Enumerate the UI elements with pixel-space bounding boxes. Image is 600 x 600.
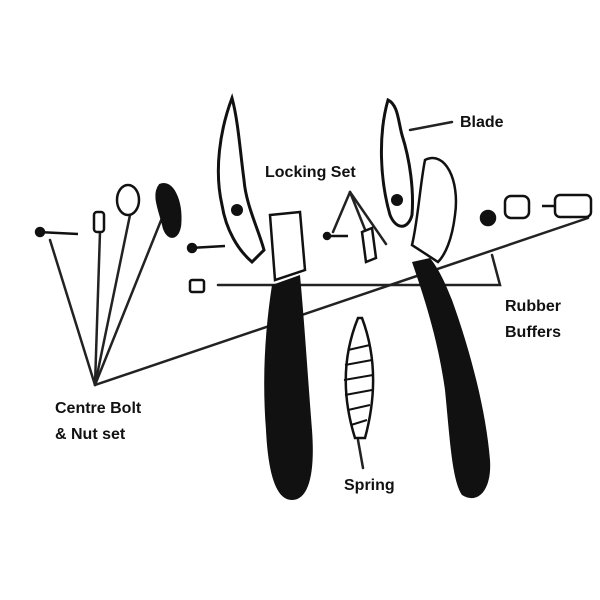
label-centre-bolt: Centre Bolt & Nut set bbox=[55, 396, 141, 447]
left-handle bbox=[264, 275, 313, 500]
left-blade bbox=[216, 93, 266, 265]
label-rubber-buffers: Rubber Buffers bbox=[505, 294, 561, 345]
right-handle-top bbox=[410, 156, 458, 264]
label-centre-bolt-line1: Centre Bolt bbox=[55, 400, 142, 417]
right-handle bbox=[412, 258, 491, 499]
label-rubber-buffers-line1: Rubber bbox=[505, 298, 561, 315]
left-handle-top bbox=[268, 210, 307, 282]
label-rubber-buffers-line2: Buffers bbox=[505, 323, 562, 341]
label-blade: Blade bbox=[460, 114, 504, 131]
label-locking-set: Locking Set bbox=[265, 164, 356, 181]
label-centre-bolt-line2: & Nut set bbox=[55, 425, 126, 443]
small-parts bbox=[34, 183, 593, 294]
right-blade bbox=[379, 97, 414, 228]
leader-lines bbox=[48, 120, 590, 470]
label-spring: Spring bbox=[344, 477, 395, 494]
